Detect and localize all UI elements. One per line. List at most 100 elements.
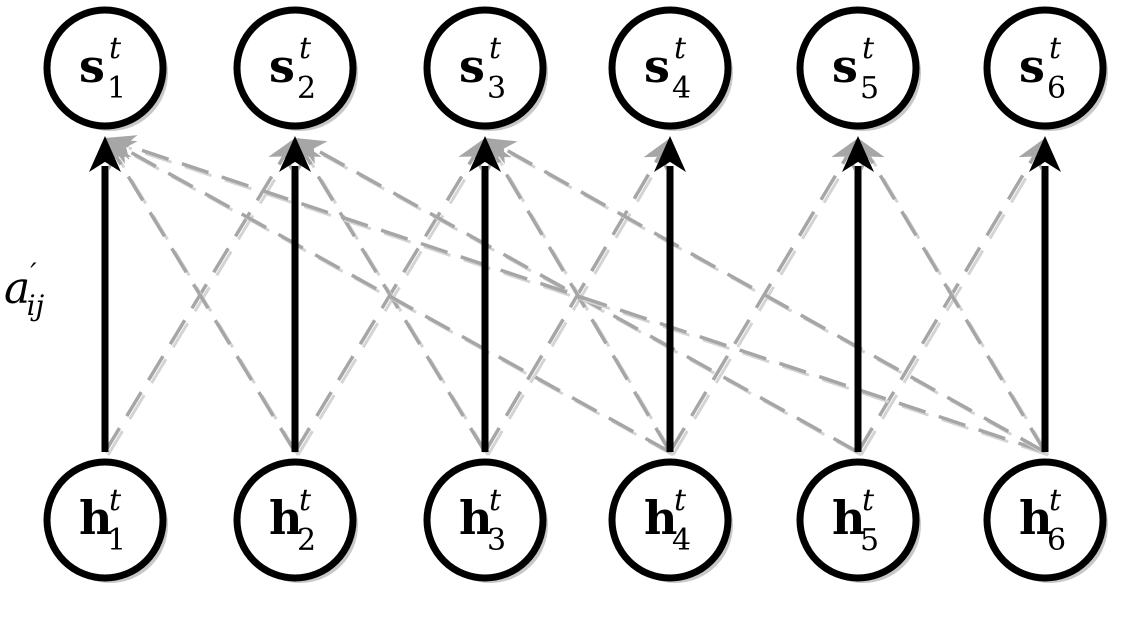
node-subscript: 3: [487, 523, 506, 558]
node-subscript: 2: [297, 71, 316, 106]
node-subscript: 6: [1047, 71, 1066, 106]
dashed-edge-shadow: [671, 159, 851, 456]
side-label-base: a: [4, 263, 30, 314]
node-superscript: t: [489, 483, 502, 518]
dashed-edges: [103, 135, 1050, 457]
dashed-edge-line: [494, 156, 672, 453]
node-circle: [43, 6, 167, 130]
node-superscript: t: [862, 31, 875, 66]
node-superscript: t: [674, 483, 687, 518]
attention-weight-label: a′ij: [4, 257, 45, 322]
node-superscript: t: [1049, 31, 1062, 66]
dashed-edge-line: [867, 156, 1047, 453]
dashed-arrowhead: [295, 138, 328, 164]
node-circle: [608, 6, 732, 130]
node-subscript: 6: [1047, 523, 1066, 558]
node-symbol: h: [459, 491, 492, 545]
h-node-6: ht 6: [983, 458, 1108, 583]
node-subscript: 1: [107, 523, 126, 558]
h-node-3: ht 3: [423, 458, 548, 583]
h-node-1: ht 1: [43, 458, 168, 583]
dashed-edge-line: [125, 143, 1046, 454]
solid-edge-h5-s5: [842, 136, 874, 452]
dashed-edge-h6-s1: [105, 135, 1049, 457]
dashed-edge-line: [503, 147, 1046, 454]
solid-arrowhead: [842, 136, 874, 172]
side-label-prime: ′: [30, 257, 37, 290]
node-symbol: h: [1019, 491, 1052, 545]
node-symbol: s: [644, 39, 670, 93]
dashed-edge-shadow: [106, 159, 288, 456]
node-symbol: h: [832, 491, 865, 545]
node-symbol: h: [269, 491, 302, 545]
node-symbol: s: [79, 39, 105, 93]
node-superscript: t: [109, 31, 122, 66]
node-circle: [983, 458, 1107, 582]
solid-arrowhead: [1029, 136, 1061, 172]
node-circle: [983, 6, 1107, 130]
node-superscript: t: [674, 31, 687, 66]
node-symbol: s: [459, 39, 485, 93]
solid-edges: [89, 136, 1061, 452]
node-subscript: 5: [860, 71, 879, 106]
dashed-edge-shadow: [296, 159, 478, 456]
dashed-edge-line: [293, 155, 476, 453]
node-circle: [423, 6, 547, 130]
svg-text:a′ij: a′ij: [4, 257, 45, 322]
dashed-edge-shadow: [128, 146, 1049, 457]
dashed-edge-h4-s5: [668, 138, 858, 456]
node-subscript: 2: [297, 523, 316, 558]
node-superscript: t: [862, 483, 875, 518]
solid-arrowhead: [89, 136, 121, 172]
dashed-edge-line: [304, 155, 487, 453]
solid-edge-h2-s2: [279, 136, 311, 452]
dashed-edge-shadow: [486, 159, 664, 456]
node-circle: [796, 6, 920, 130]
node-superscript: t: [109, 483, 122, 518]
node-circle: [233, 6, 357, 130]
dashed-edge-line: [103, 155, 286, 453]
node-subscript: 4: [672, 523, 691, 558]
side-label-sub: ij: [27, 289, 45, 322]
node-symbol: h: [644, 491, 677, 545]
dashed-edge-h6-s3: [485, 138, 1049, 457]
dashed-arrowhead: [485, 138, 518, 165]
dashed-edge-h5-s2: [295, 138, 862, 457]
solid-edge-h6-s6: [1029, 136, 1061, 452]
node-symbol: s: [1019, 39, 1045, 93]
solid-arrowhead: [654, 136, 686, 172]
node-circle: [608, 458, 732, 582]
dashed-arrowhead: [105, 135, 138, 160]
node-symbol: h: [79, 491, 112, 545]
node-subscript: 4: [672, 71, 691, 106]
h-node-2: ht2: [233, 458, 358, 583]
node-superscript: t: [489, 31, 502, 66]
node-superscript: t: [1049, 483, 1062, 518]
node-superscript: t: [299, 31, 312, 66]
solid-edge-h4-s4: [654, 136, 686, 452]
solid-arrowhead: [279, 136, 311, 172]
solid-arrowhead: [469, 136, 501, 172]
h-node-5: ht 5: [796, 458, 921, 583]
dashed-edge-line: [123, 147, 671, 454]
node-symbol: s: [269, 39, 295, 93]
node-circle: [43, 458, 167, 582]
dashed-edge-line: [114, 155, 297, 453]
dashed-edge-line: [668, 155, 849, 453]
solid-edge-h1-s1: [89, 136, 121, 452]
h-node-4: ht 4: [608, 458, 733, 583]
solid-edge-h3-s3: [469, 136, 501, 452]
node-subscript: 1: [107, 71, 126, 106]
node-symbol: s: [832, 39, 858, 93]
node-subscript: 5: [860, 523, 879, 558]
dashed-edge-line: [483, 156, 661, 453]
